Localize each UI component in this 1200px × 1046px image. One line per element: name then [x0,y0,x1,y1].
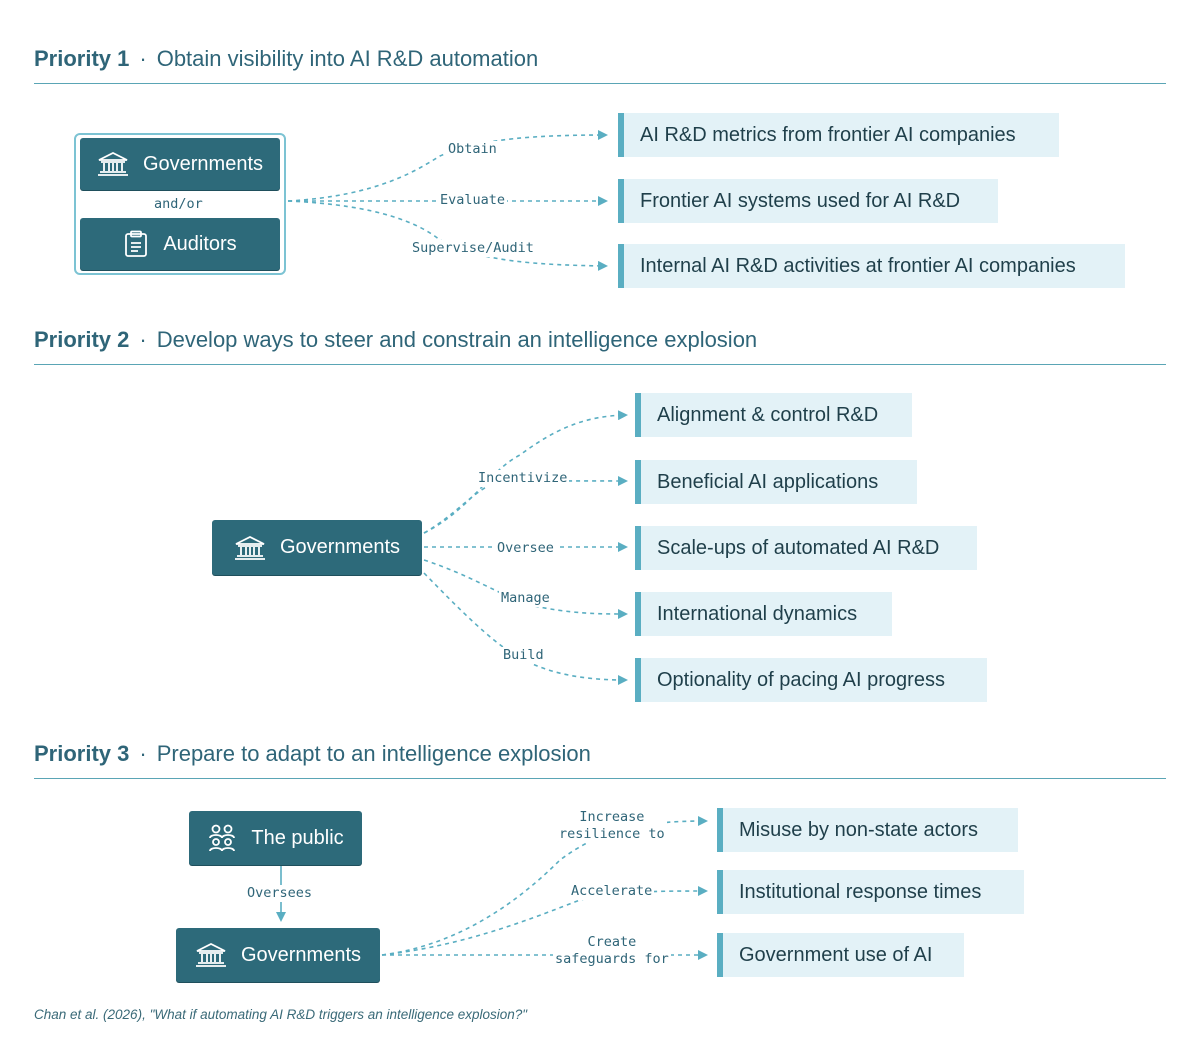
edge-misuse [381,816,708,956]
verb-build: Build [501,647,546,664]
target-alignment-control: Alignment & control R&D [635,393,912,437]
verb-supervise-audit: Supervise/Audit [410,240,536,257]
verb-create-safeguards: Create safeguards for [553,934,671,968]
target-internal-activities: Internal AI R&D activities at frontier A… [618,244,1125,288]
priority-2-number: Priority 2 [34,327,130,352]
target-institutional-response: Institutional response times [717,870,1024,914]
target-misuse: Misuse by non-state actors [717,808,1018,852]
edge-alignment [423,410,628,534]
edge-supervise [287,200,608,271]
verb-oversee: Oversee [495,540,556,557]
target-scale-ups: Scale-ups of automated AI R&D [635,526,977,570]
actor-governments-p1: Governments [80,138,280,190]
target-optionality: Optionality of pacing AI progress [635,658,987,702]
priority-2-rule [34,364,1166,365]
verb-evaluate: Evaluate [438,192,508,209]
and-or-label: and/or [154,196,203,212]
priority-3-heading: Priority 3 · Prepare to adapt to an intell… [34,741,591,767]
target-beneficial-applications: Beneficial AI applications [635,460,917,504]
actor-label: Governments [279,536,401,558]
actor-label: Auditors [163,232,237,255]
priority-1-rule [34,83,1166,84]
verb-increase-resilience: Increase resilience to [557,809,667,843]
verb-obtain: Obtain [446,141,499,158]
citation: Chan et al. (2026), "What if automating … [34,1007,528,1022]
priority-3-rule [34,778,1166,779]
edge-institutional [381,886,708,956]
priority-2-heading: Priority 2 · Develop ways to steer and con… [34,327,757,353]
people-icon [207,824,237,852]
government-building-icon [195,943,227,967]
oversees-label: Oversees [245,885,315,902]
priority-3-number: Priority 3 [34,741,130,766]
verb-incentivize: Incentivize [476,470,570,487]
priority-1-number: Priority 1 [34,46,130,71]
target-ai-rd-metrics: AI R&D metrics from frontier AI companie… [618,113,1059,157]
priority-3-title: Prepare to adapt to an intelligence expl… [156,741,591,766]
target-frontier-systems: Frontier AI systems used for AI R&D [618,179,998,223]
actor-label: Governments [240,943,362,966]
government-building-icon [234,535,266,560]
separator: · [139,741,147,766]
actor-label: Governments [142,152,264,175]
separator: · [139,327,147,352]
edge-obtain [287,130,608,202]
government-building-icon [97,152,129,176]
priority-2-title: Develop ways to steer and constrain an i… [156,327,758,352]
target-international-dynamics: International dynamics [635,592,892,636]
separator: · [139,46,147,71]
target-government-use: Government use of AI [717,933,964,977]
actor-auditors: Auditors [80,218,280,270]
clipboard-icon [123,230,149,258]
actor-label: The public [251,826,344,849]
verb-manage: Manage [499,590,552,607]
priority-1-heading: Priority 1 · Obtain visibility into AI R&D… [34,46,538,72]
edge-beneficial [423,475,628,534]
priority-1-title: Obtain visibility into AI R&D automation [156,46,539,71]
actor-governments-p2: Governments [212,520,422,575]
verb-accelerate: Accelerate [569,883,655,900]
actor-the-public: The public [189,811,362,865]
actor-governments-p3: Governments [176,928,380,982]
